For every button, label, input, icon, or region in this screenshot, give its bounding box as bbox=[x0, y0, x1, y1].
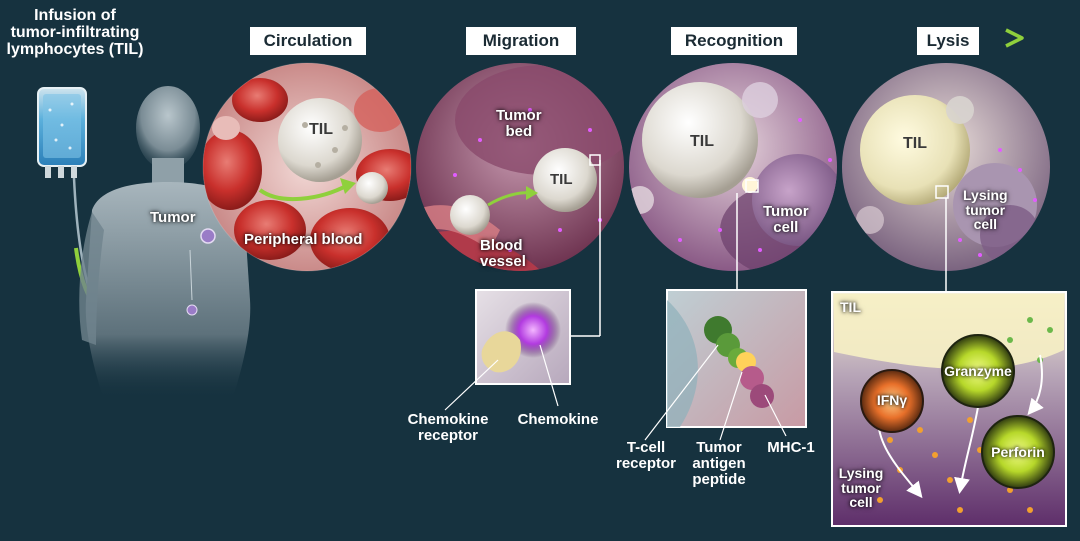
tumor-antigen-peptide-label: Tumor antigen peptide bbox=[692, 439, 746, 488]
t-cell-receptor-label: T-cell receptor bbox=[615, 439, 677, 472]
lysis-inset-til-label: TIL bbox=[840, 299, 861, 315]
perforin-label: Perforin bbox=[991, 444, 1045, 460]
circulation-scene bbox=[202, 62, 412, 272]
peripheral-blood-label: Peripheral blood bbox=[244, 231, 363, 248]
lysis-scene bbox=[842, 63, 1050, 271]
recognition-tumor-cell-label: Tumor cell bbox=[763, 203, 809, 236]
ifn-gamma-label: IFNγ bbox=[876, 392, 908, 408]
stage-label-circulation: Circulation bbox=[250, 27, 366, 55]
blood-vessel-label: Blood vessel bbox=[480, 237, 526, 270]
stage-label-lysis: Lysis bbox=[917, 27, 979, 55]
migration-til-label: TIL bbox=[550, 171, 573, 188]
mhc-1-label: MHC-1 bbox=[767, 439, 815, 456]
circulation-til-label: TIL bbox=[309, 121, 333, 138]
cytotoxic-lysis-inset bbox=[831, 198, 1067, 527]
human-body-silhouette bbox=[79, 86, 251, 400]
body-tumor-label: Tumor bbox=[150, 209, 196, 226]
chemokine-label: Chemokine bbox=[517, 411, 599, 428]
infusion-label: Infusion of tumor-infiltrating lymphocyt… bbox=[6, 7, 144, 58]
chemokine-receptor-label: Chemokine receptor bbox=[407, 411, 489, 444]
stage-label-migration: Migration bbox=[466, 27, 576, 55]
granzyme-label: Granzyme bbox=[944, 363, 1012, 379]
tumor-bed-label: Tumor bed bbox=[496, 107, 542, 140]
lysis-inset-lysing-cell-label: Lysing tumor cell bbox=[838, 465, 884, 511]
lysis-til-label: TIL bbox=[903, 135, 927, 152]
lysing-tumor-cell-label: Lysing tumor cell bbox=[963, 187, 1008, 233]
chemokine-inset bbox=[444, 160, 601, 411]
recognition-scene bbox=[629, 63, 837, 271]
recognition-til-label: TIL bbox=[690, 133, 714, 150]
stage-label-recognition: Recognition bbox=[671, 27, 797, 55]
antigen-recognition-inset bbox=[644, 193, 807, 441]
